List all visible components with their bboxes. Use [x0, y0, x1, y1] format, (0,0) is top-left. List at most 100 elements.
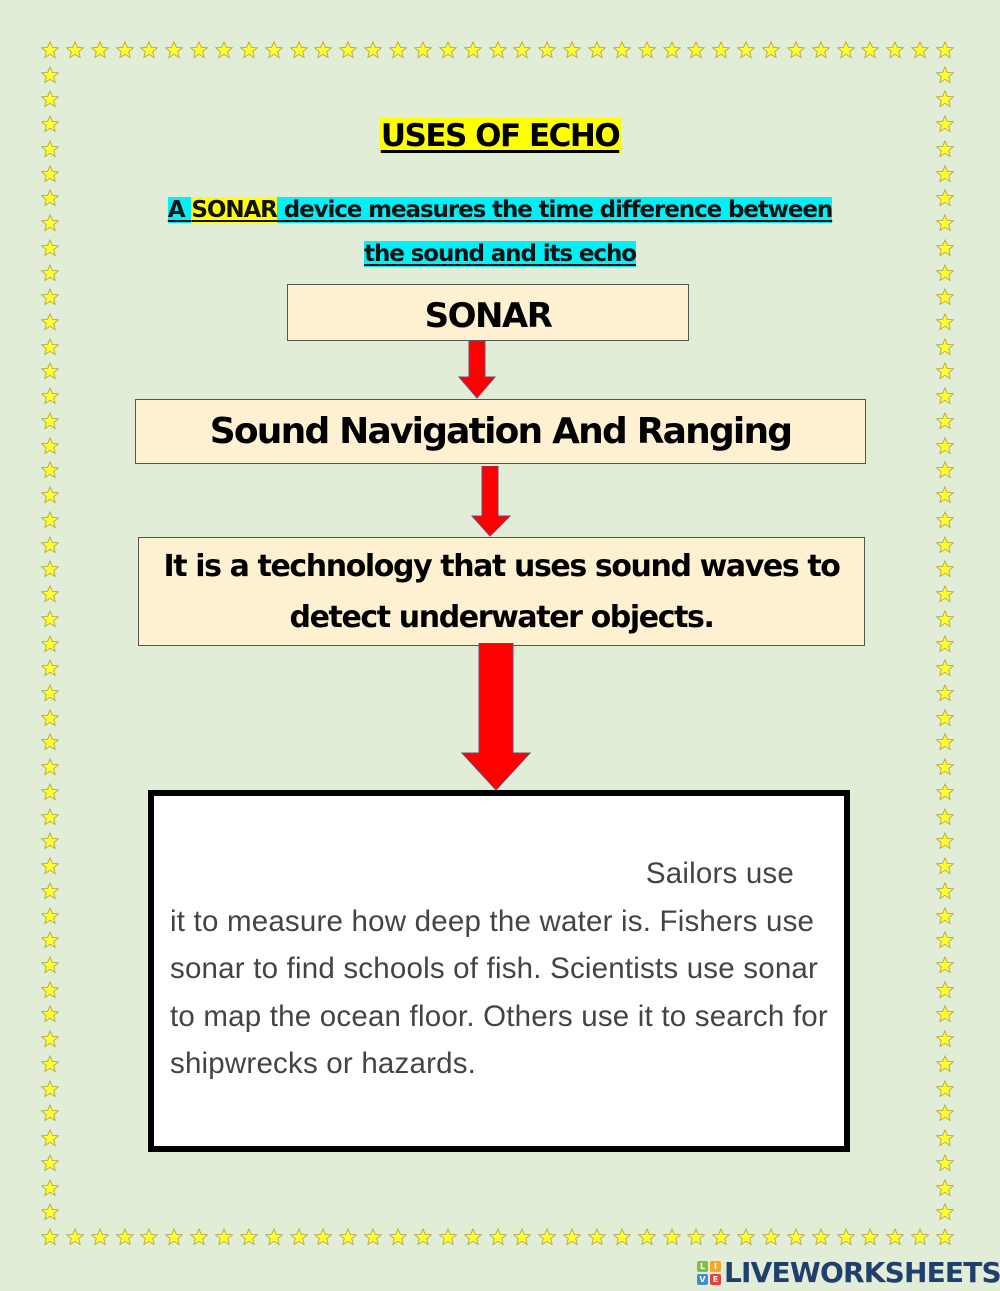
star-icon [711, 1227, 731, 1246]
star-icon [338, 40, 358, 59]
subtitle-sonar-highlight: SONAR [191, 197, 278, 223]
star-icon [935, 1104, 955, 1122]
star-icon [40, 708, 60, 727]
star-icon [115, 1227, 135, 1246]
star-icon [388, 1227, 408, 1246]
star-icon [935, 164, 955, 183]
star-icon [935, 683, 955, 702]
star-icon [637, 40, 657, 59]
star-icon [40, 560, 60, 578]
star-icon [40, 955, 60, 974]
star-icon [40, 1104, 60, 1122]
arrow-down-icon [470, 466, 512, 537]
star-icon [935, 634, 955, 653]
star-icon [139, 1227, 159, 1246]
liveworksheets-logo[interactable]: L I V E LIVEWORKSHEETS [697, 1256, 1000, 1289]
star-icon [935, 90, 955, 108]
star-icon [761, 40, 781, 59]
star-icon [935, 1079, 955, 1098]
star-icon [637, 1227, 657, 1246]
star-icon [935, 189, 955, 207]
flow-box-label: It is a technology that uses sound waves… [163, 548, 841, 635]
star-icon [935, 1153, 955, 1172]
star-icon [935, 708, 955, 727]
star-icon [935, 1178, 955, 1197]
star-icon [885, 40, 905, 59]
logo-letter: V [697, 1273, 708, 1285]
star-icon [40, 782, 60, 801]
star-icon [239, 1227, 259, 1246]
star-icon [612, 1227, 632, 1246]
star-icon [164, 40, 184, 59]
flow-box-label: Sound Navigation And Ranging [209, 411, 793, 452]
star-icon [662, 40, 681, 59]
star-icon [736, 1227, 756, 1246]
star-icon [40, 461, 60, 479]
flow-box-definition: It is a technology that uses sound waves… [138, 537, 865, 646]
star-icon [289, 1227, 309, 1246]
star-icon [40, 807, 60, 826]
star-icon [40, 683, 60, 702]
star-icon [935, 757, 955, 776]
star-icon [935, 263, 955, 282]
star-icon [413, 40, 433, 59]
star-icon [836, 1227, 855, 1246]
star-icon [686, 1227, 706, 1246]
star-icon [40, 362, 60, 380]
star-icon [463, 1227, 483, 1246]
star-icon [935, 807, 955, 826]
star-icon [935, 535, 955, 554]
star-icon [40, 436, 60, 455]
flow-box-label: SONAR [424, 295, 553, 336]
star-icon [463, 40, 483, 59]
star-icon [587, 1227, 607, 1246]
star-icon [214, 40, 234, 59]
star-icon [40, 312, 60, 331]
star-icon [338, 1227, 358, 1246]
star-icon [40, 856, 60, 875]
star-icon [562, 40, 582, 59]
star-icon [935, 461, 955, 479]
star-icon [935, 733, 955, 751]
star-icon [40, 1029, 60, 1048]
star-icon [587, 40, 607, 59]
star-icon [512, 40, 532, 59]
star-icon [935, 436, 955, 455]
star-icon [40, 881, 60, 900]
star-icon [686, 40, 706, 59]
star-icon [314, 40, 333, 59]
star-icon [40, 1005, 60, 1023]
star-icon [736, 40, 756, 59]
star-icon [935, 1029, 955, 1048]
star-icon [935, 238, 955, 257]
title-text: USES OF ECHO [378, 118, 622, 154]
star-icon [40, 1079, 60, 1098]
star-icon [40, 980, 60, 999]
star-icon [40, 411, 60, 430]
star-icon [935, 832, 955, 850]
star-icon [935, 40, 955, 59]
star-icon [935, 856, 955, 875]
star-icon [40, 1178, 60, 1197]
star-icon [935, 881, 955, 900]
star-icon [40, 906, 60, 925]
star-icon [662, 1227, 681, 1246]
arrow-down-icon [458, 341, 496, 399]
flow-box-sonar: SONAR [287, 284, 689, 341]
star-icon [40, 658, 60, 677]
star-icon [40, 1203, 60, 1221]
star-icon [885, 1227, 905, 1246]
flow-box-full-form: Sound Navigation And Ranging [135, 399, 866, 464]
star-icon [314, 1227, 333, 1246]
star-icon [388, 40, 408, 59]
arrow-down-icon [460, 643, 532, 791]
star-icon [40, 609, 60, 628]
uses-line1: Sailors use [645, 857, 794, 890]
star-icon [935, 609, 955, 628]
star-icon [40, 213, 60, 232]
star-icon [90, 40, 110, 59]
star-icon [860, 40, 880, 59]
star-icon [40, 485, 60, 504]
star-icon [935, 980, 955, 999]
